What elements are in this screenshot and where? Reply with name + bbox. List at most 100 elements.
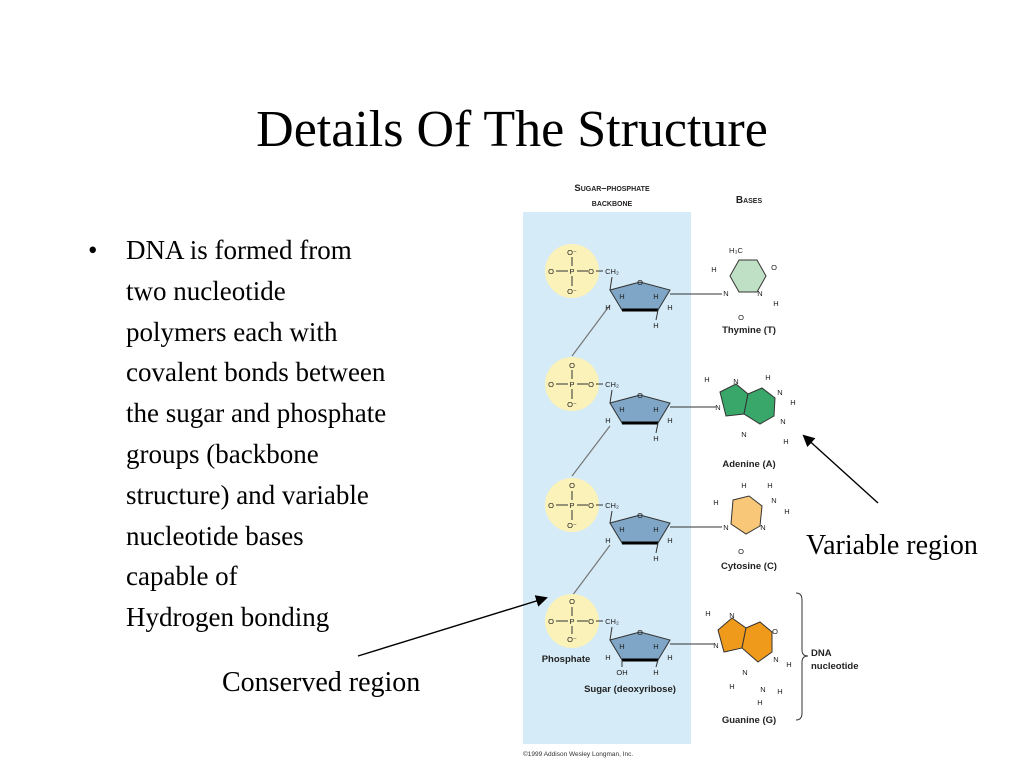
sugar-atom: H — [653, 554, 658, 563]
bullet-list: DNA is formed from two nucleotide polyme… — [88, 230, 468, 638]
bullet-line: capable of — [126, 561, 238, 592]
sugar-atom: H — [605, 536, 610, 545]
nucleotide-guanine: O O P O O⁻ CH₂ O H H H H OH H H — [545, 594, 792, 726]
phosphate-atom: P — [569, 380, 574, 389]
phosphate-atom: P — [569, 267, 574, 276]
ch2-label: CH₂ — [605, 501, 619, 510]
sugar-atom: H — [619, 405, 624, 414]
base-atom: H — [767, 481, 772, 490]
nucleotide-label: nucleotide — [811, 661, 859, 672]
base-atom: H — [786, 660, 791, 669]
base-atom: H — [711, 265, 716, 274]
bullet-line: groups (backbone — [126, 438, 319, 469]
base-atom: H — [783, 437, 788, 446]
sugar-atom: H — [667, 303, 672, 312]
nucleotide-label: DNA — [811, 648, 832, 659]
bullet-line: the sugar and phosphate — [126, 398, 387, 429]
sugar-atom: H — [605, 653, 610, 662]
phosphate-atom: O⁻ — [567, 635, 577, 644]
base-atom: N — [742, 668, 747, 677]
bullet-line: covalent bonds between — [126, 357, 386, 388]
base-atom: N — [723, 523, 728, 532]
phosphate-atom: O⁻ — [567, 400, 577, 409]
phosphate-atom: O — [548, 617, 554, 626]
phosphate-group — [545, 244, 599, 298]
bullet-line: polymers each with — [126, 316, 338, 347]
base-atom: O — [738, 313, 744, 322]
base-atom: H — [713, 498, 718, 507]
bullet-item: DNA is formed from two nucleotide polyme… — [88, 230, 468, 638]
sugar-atom: H — [667, 536, 672, 545]
base-atom: N — [741, 430, 746, 439]
variable-region-arrow — [802, 434, 879, 504]
sugar-label: Sugar (deoxyribose) — [584, 684, 676, 695]
sugar-atom: H — [653, 642, 658, 651]
sugar-atom: H — [653, 525, 658, 534]
bullet-line: Hydrogen bonding — [126, 602, 330, 633]
sugar-atom: O — [637, 511, 643, 520]
sugar-atom: H — [605, 416, 610, 425]
variable-region-label: Variable region — [806, 530, 978, 561]
backbone-links — [571, 304, 611, 597]
base-atom: H — [765, 373, 770, 382]
sugar-atom: H — [619, 642, 624, 651]
base-atom: O — [738, 547, 744, 556]
sugar-atom: OH — [616, 668, 627, 677]
ch2-label: CH₂ — [605, 617, 619, 626]
bullet-line: two nucleotide — [126, 275, 286, 306]
phosphate-atom: O — [548, 501, 554, 510]
phosphate-atom: O — [588, 617, 594, 626]
sugar-atom: H — [653, 668, 658, 677]
base-atom: H — [784, 507, 789, 516]
base-name: Cytosine (C) — [721, 561, 777, 572]
sugar-atom: H — [653, 292, 658, 301]
base-atom: N — [715, 403, 720, 412]
base-atom: N — [733, 377, 738, 386]
sugar-atom: H — [605, 303, 610, 312]
adenine-base-ring6 — [743, 387, 776, 425]
phosphate-label: Phosphate — [542, 654, 591, 665]
phosphate-atom: O⁻ — [567, 287, 577, 296]
base-atom: H — [773, 299, 778, 308]
sugar-atom: O — [637, 628, 643, 637]
sugar-atom: H — [619, 525, 624, 534]
ch2-label: CH₂ — [605, 380, 619, 389]
deoxyribose-sugar — [609, 514, 671, 544]
base-atom: N — [757, 289, 762, 298]
deoxyribose-sugar — [609, 281, 671, 311]
base-atom: N — [760, 685, 765, 694]
nucleotide-bracket — [795, 592, 809, 721]
base-atom: N — [723, 289, 728, 298]
phosphate-atom: P — [569, 617, 574, 626]
cytosine-base — [730, 495, 763, 535]
sugar-atom: H — [653, 405, 658, 414]
bases-heading: Bases — [736, 195, 763, 206]
thymine-base — [729, 259, 767, 293]
base-atom: N — [771, 496, 776, 505]
phosphate-group — [545, 478, 599, 532]
base-atom: N — [780, 417, 785, 426]
sugar-atom: H — [619, 292, 624, 301]
phosphate-atom: O — [588, 267, 594, 276]
phosphate-atom: O⁻ — [567, 248, 577, 257]
base-atom: O — [771, 263, 777, 272]
phosphate-group — [545, 357, 599, 411]
base-atom: H — [729, 682, 734, 691]
backbone-heading: Sugar–phosphate — [574, 183, 650, 194]
base-name: Guanine (G) — [722, 715, 776, 726]
nucleotide-thymine: O⁻ O P O O⁻ CH₂ O H H H H H H₃C H O — [545, 244, 779, 336]
conserved-region-label: Conserved region — [222, 667, 421, 698]
sugar-atom: H — [667, 653, 672, 662]
deoxyribose-sugar — [609, 394, 671, 424]
copyright-text: ©1999 Addison Wesley Longman, Inc. — [523, 750, 633, 758]
base-atom: H — [741, 481, 746, 490]
base-atom: N — [773, 655, 778, 664]
ch2-label: CH₂ — [605, 267, 619, 276]
phosphate-atom: O — [588, 501, 594, 510]
phosphate-atom: O — [569, 481, 575, 490]
base-atom: H — [757, 698, 762, 707]
adenine-base-ring5 — [719, 383, 749, 417]
sugar-atom: H — [667, 416, 672, 425]
base-atom: H — [790, 398, 795, 407]
